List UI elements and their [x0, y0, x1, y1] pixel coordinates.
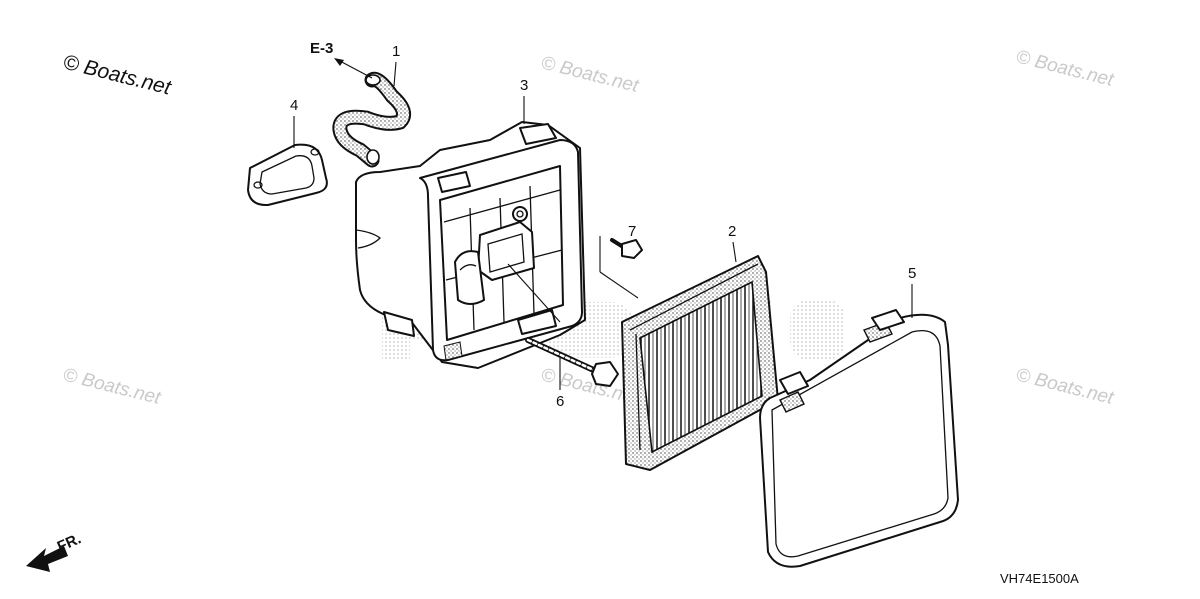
callout-1: 1 — [392, 43, 400, 60]
part-filter-element — [621, 255, 779, 471]
callout-3: 3 — [520, 77, 528, 94]
diagram-code: VH74E1500A — [1000, 571, 1079, 586]
reference-label: E-3 — [310, 40, 333, 57]
front-direction-indicator: FR. — [26, 530, 84, 572]
part-outer-cover — [759, 309, 959, 568]
watermark-text: © Boats.net — [61, 364, 163, 409]
front-arrow-icon — [26, 546, 68, 572]
reference-e3: E-3 — [310, 40, 373, 79]
part-bolt-7 — [599, 236, 643, 299]
watermark-text: © Boats.net — [1014, 364, 1116, 409]
direction-label: FR. — [55, 530, 84, 555]
copyright-text: © Boats.net — [61, 51, 174, 100]
callout-7: 7 — [628, 223, 636, 240]
part-bolt-6 — [507, 263, 619, 387]
callouts: 1 2 3 4 5 6 7 — [290, 43, 916, 410]
callout-6: 6 — [556, 393, 564, 410]
part-air-cleaner-case — [355, 121, 586, 369]
callout-5: 5 — [908, 265, 916, 282]
watermark-text: © Boats.net — [1014, 46, 1116, 91]
callout-2: 2 — [728, 223, 736, 240]
part-gasket — [247, 143, 328, 207]
watermark-text: © Boats.net — [539, 52, 641, 97]
callout-4: 4 — [290, 97, 298, 114]
part-breather-tube — [332, 71, 412, 168]
